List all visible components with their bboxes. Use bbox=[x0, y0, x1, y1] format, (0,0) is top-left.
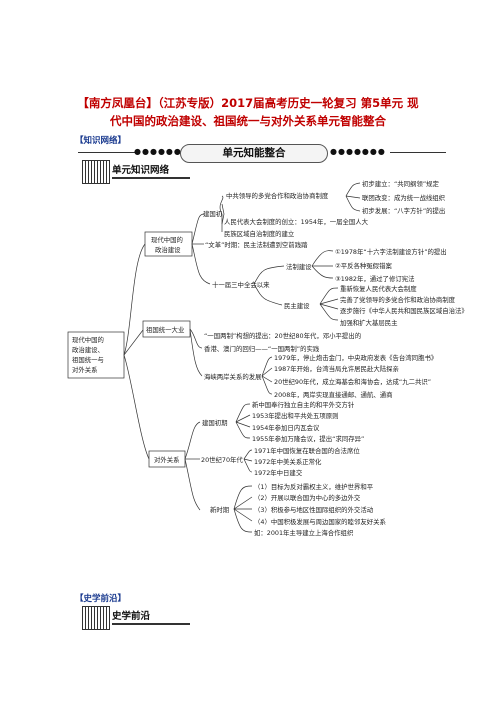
seventies-sub-1: 1971年中国恢复在联合国的合法席位 bbox=[254, 446, 360, 455]
democracy-sub-2: 完善了党领导的多党合作和政治协商制度 bbox=[340, 295, 456, 304]
politics-founding: 建国初 bbox=[203, 209, 222, 218]
hk-macau-return: 香港、澳门的回归——“一国两制”的实践 bbox=[204, 344, 320, 353]
politics-label-2: 政治建设 bbox=[155, 245, 181, 254]
books-icon bbox=[82, 606, 110, 630]
cpc-sub-2: 联团改变：成为统一战线组织 bbox=[362, 193, 446, 202]
founding-sub-1: 新中国奉行独立自主的和平外交方针 bbox=[252, 400, 355, 409]
banner-dots-left: ●●●●●●● bbox=[134, 147, 190, 156]
frontier-subheader: 史学前沿 bbox=[82, 606, 192, 630]
cultural-revolution-item: “文革”时期：民主法制遭到空前践踏 bbox=[205, 240, 308, 249]
root-line-4: 对外关系 bbox=[72, 365, 98, 374]
democracy-sub-1: 重新恢复人民代表大会制度 bbox=[340, 284, 417, 293]
banner-line-left bbox=[78, 152, 140, 153]
frontier-subheader-label: 史学前沿 bbox=[112, 611, 151, 622]
npc-item: 人民代表大会制度的创立：1954年，一届全国人大 bbox=[224, 217, 369, 226]
cross-strait-relations: 海峡两岸关系的发展 bbox=[204, 372, 262, 381]
democracy-sub-4: 加强和扩大基层民主 bbox=[340, 318, 398, 327]
autonomy-item: 民族区域自治制度的建立 bbox=[224, 229, 295, 238]
banner-title: 单元知能整合 bbox=[180, 144, 328, 163]
subheader-underline bbox=[112, 623, 190, 625]
cpc-sub-1: 初步建立：“共同纲领”规定 bbox=[362, 180, 440, 188]
founding-sub-4: 1955年参加万隆会议，提出“求同存异” bbox=[252, 434, 364, 443]
network-subheader: 单元知识网络 bbox=[82, 160, 192, 184]
strait-sub-3: 20世纪90年代，成立海基会和海协会，达成“九二共识” bbox=[274, 377, 431, 386]
new-era-sub-3: （3）积极参与地区性国际组织的外交活动 bbox=[254, 505, 374, 514]
foreign-founding: 建国初期 bbox=[202, 418, 228, 427]
legal-sub-1: ①1978年“十六字法制建设方针”的提出 bbox=[335, 247, 447, 256]
strait-sub-1: 1979年，停止炮击金门，中央政府发表《告台湾同胞书》 bbox=[274, 353, 437, 362]
new-era-sub-2: （2）开展以联合国为中心的多边外交 bbox=[254, 493, 361, 502]
seventies-sub-3: 1972年中日建交 bbox=[254, 468, 303, 477]
root-line-1: 现代中国的 bbox=[72, 335, 104, 344]
strait-sub-4: 2008年，两岸实现直接通邮、通航、通商 bbox=[274, 390, 393, 399]
knowledge-mindmap: 现代中国的 政治建设、 祖国统一与 对外关系 现代中国的 政治建设 建国初 中共… bbox=[67, 180, 468, 537]
cpc-sub-3: 初步发展：“八字方针”的提出 bbox=[362, 206, 445, 215]
legal-sub-3: ③1982年，通过了修订宪法 bbox=[335, 274, 415, 283]
democracy-sub-3: 逐步施行《中华人民共和国民族区域自治法》 bbox=[340, 306, 468, 315]
unit-banner: ●●●●●●● 单元知能整合 ●●●●●●● bbox=[72, 142, 446, 164]
founding-sub-2: 1953年提出和平共处五项原则 bbox=[252, 411, 339, 420]
legal-construction: 法制建设 bbox=[286, 262, 312, 271]
new-era-sub-4: （4）中国积极发展与周边国家的睦邻友好关系 bbox=[254, 517, 386, 526]
cpc-system: 中共领导的多党合作和政治协商制度 bbox=[226, 191, 329, 200]
books-icon bbox=[82, 160, 110, 184]
section-label-knowledge: 【知识网络】 bbox=[75, 136, 127, 146]
section-label-frontier: 【史学前沿】 bbox=[75, 594, 127, 604]
subheader-underline bbox=[112, 177, 190, 179]
legal-sub-2: ②平反各种冤假错案 bbox=[335, 261, 392, 270]
seventies-sub-2: 1972年中美关系正常化 bbox=[254, 457, 322, 466]
democracy-construction: 民主建设 bbox=[284, 301, 310, 310]
document-title-line2: 代中国的政治建设、祖国统一与对外关系单元智能整合 bbox=[110, 114, 386, 128]
politics-label-1: 现代中国的 bbox=[151, 235, 183, 244]
founding-sub-3: 1954年参加日内瓦会议 bbox=[252, 423, 320, 432]
foreign-seventies: 20世纪70年代 bbox=[201, 455, 243, 464]
new-era-sub-1: （1）目标为反对霸权主义，维护世界和平 bbox=[254, 482, 374, 491]
foreign-new-era: 新时期 bbox=[210, 505, 229, 514]
root-line-3: 祖国统一与 bbox=[72, 355, 104, 364]
strait-sub-2: 1987年开始，台湾当局允许居民赴大陆探亲 bbox=[274, 364, 399, 373]
banner-dots-right: ●●●●●●● bbox=[330, 147, 386, 156]
foreign-label: 对外关系 bbox=[154, 455, 180, 464]
root-line-2: 政治建设、 bbox=[72, 345, 104, 354]
document-title-line1: 【南方凤凰台】（江苏专版）2017届高考历史一轮复习 第5单元 现 bbox=[77, 96, 419, 110]
network-subheader-label: 单元知识网络 bbox=[112, 165, 170, 176]
one-country-two-systems: “一国两制”构想的提出：20世纪80年代，邓小平提出的 bbox=[204, 331, 361, 340]
third-plenum: 十一届三中全会以来 bbox=[212, 280, 270, 289]
new-era-sub-5: 如：2001年主导建立上海合作组织 bbox=[254, 528, 354, 537]
unification-label: 祖国统一大业 bbox=[146, 325, 185, 334]
banner-line-right bbox=[390, 152, 446, 153]
